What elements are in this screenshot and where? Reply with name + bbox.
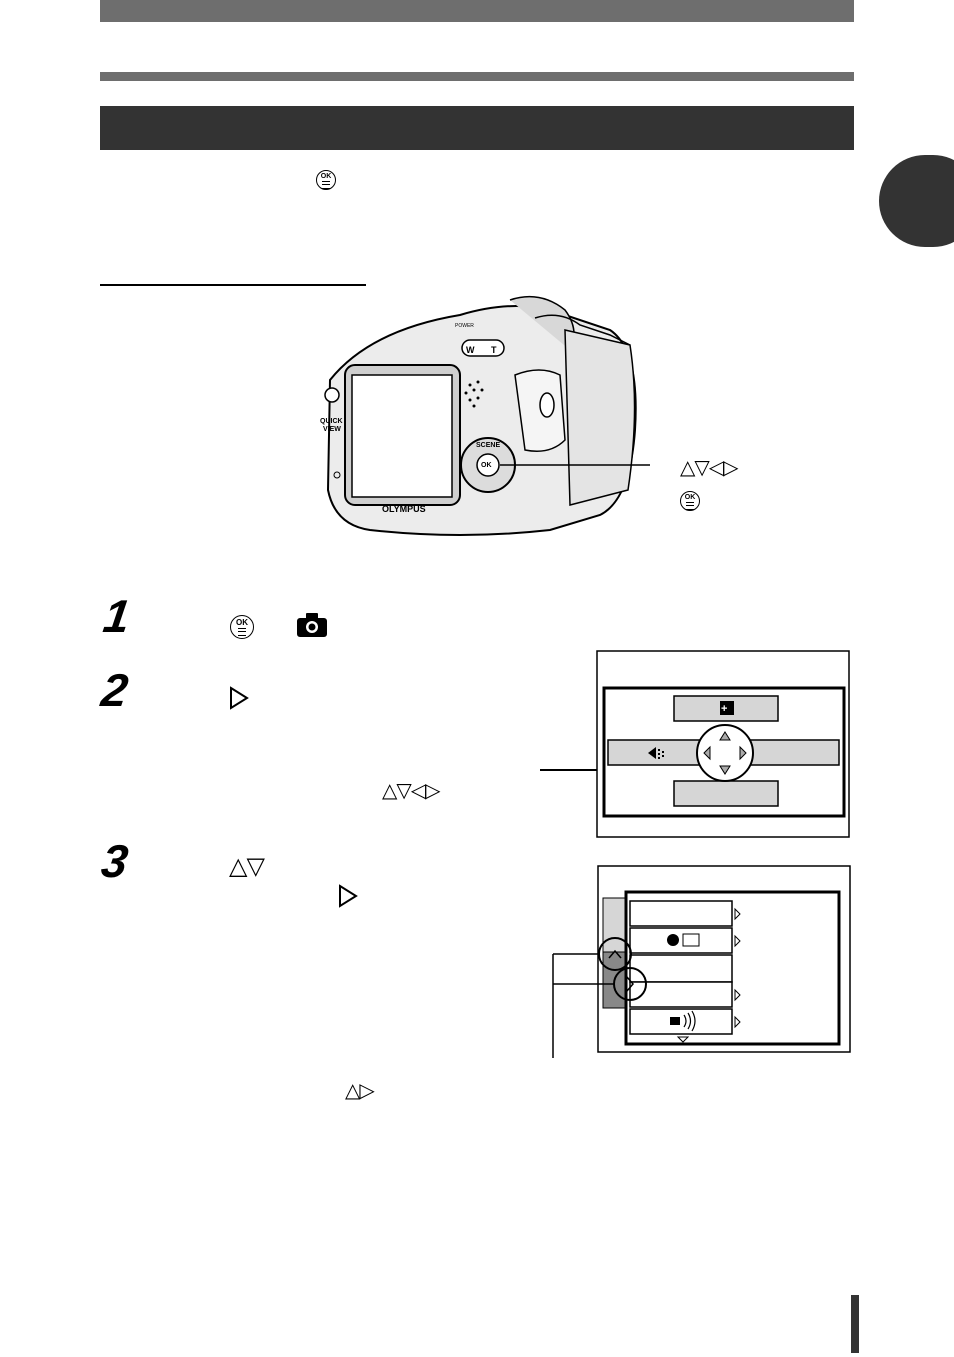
- right-arrow-icon: [230, 686, 249, 710]
- brand-label: OLYMPUS: [382, 504, 426, 514]
- camera-illustration: QUICK VIEW OLYMPUS W T OK SCENE POWER: [320, 295, 650, 536]
- step-number-3: 3: [98, 835, 132, 887]
- step-number-1: 1: [100, 590, 134, 642]
- quick-view-label-2: VIEW: [323, 426, 341, 433]
- chapter-tab: [879, 155, 954, 247]
- ok-menu-icon: OK: [230, 612, 254, 639]
- quick-view-label-1: QUICK: [320, 418, 343, 425]
- step-number-2: 2: [98, 664, 132, 716]
- arrow-pad-callout: △▽◁▷: [680, 455, 739, 479]
- svg-text:+: +: [721, 703, 727, 715]
- zoom-w-label: W: [466, 345, 475, 355]
- dial-ok-label: OK: [481, 462, 492, 469]
- ok-button-callout-icon: OK: [680, 486, 700, 511]
- header-bar-thin: [100, 72, 854, 81]
- section-title-bar: [100, 106, 854, 150]
- arrow-pad-callout-step2: △▽◁▷: [382, 778, 441, 802]
- page-footer-bar: [851, 1295, 859, 1353]
- camera-icon: [297, 613, 327, 637]
- note-arrows: △▷: [345, 1078, 375, 1102]
- lcd-screen-mode-menu: [552, 865, 851, 1058]
- up-down-arrows-icon: △▽: [229, 852, 265, 880]
- zoom-t-label: T: [491, 345, 497, 355]
- step2-callout-line: [540, 769, 600, 771]
- lcd-screen-shortcut-menu: +: [596, 650, 850, 838]
- subheading-underline: [100, 284, 366, 286]
- right-arrow-icon: [339, 884, 358, 908]
- dial-scene-label: SCENE: [476, 442, 500, 449]
- ok-menu-icon: OK: [316, 165, 336, 190]
- power-label: POWER: [455, 323, 474, 329]
- header-bar-top: [100, 0, 854, 22]
